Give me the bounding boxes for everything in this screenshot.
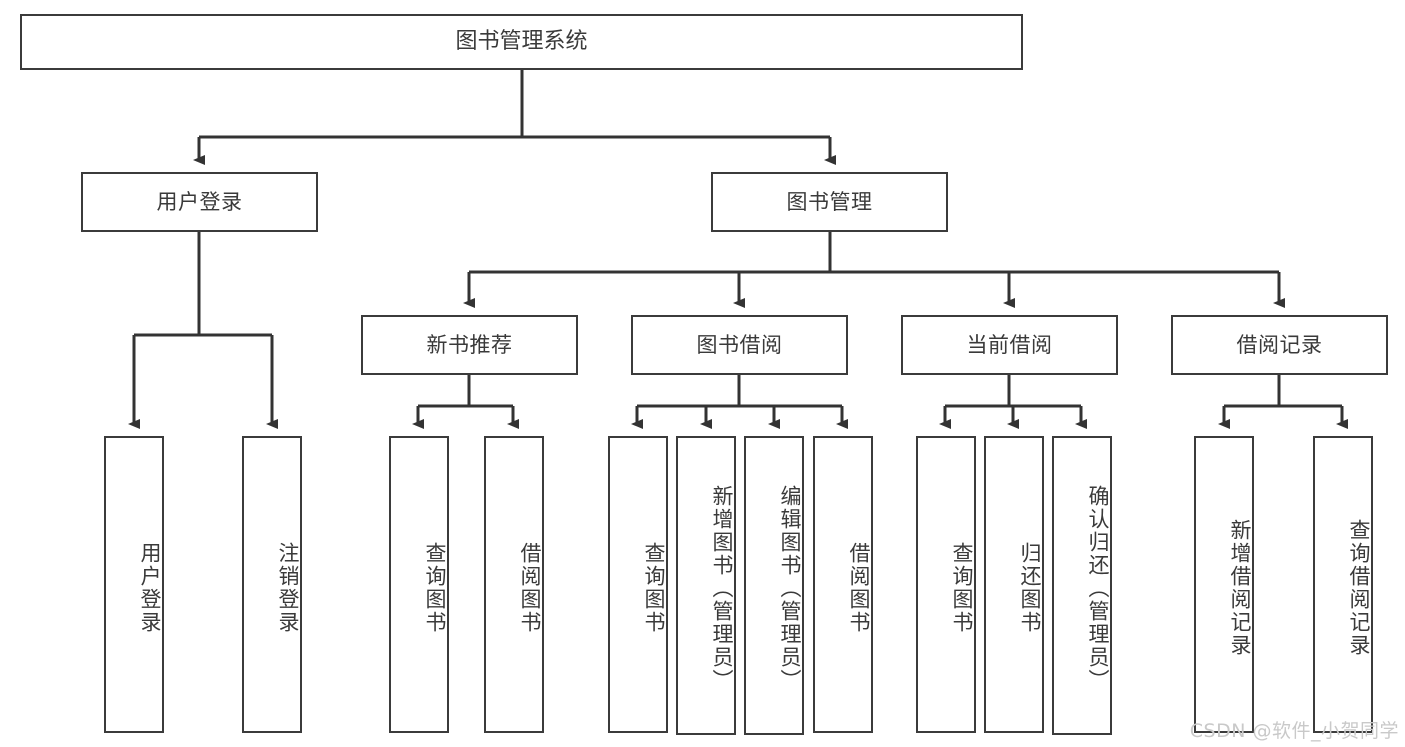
leaf-query-book-borrow[interactable]: 查询图书 <box>608 436 668 733</box>
node-label: 编辑图书（管理员） <box>778 485 802 692</box>
node-label: 当前借阅 <box>966 332 1053 357</box>
node-label: 新增借阅记录 <box>1228 518 1252 657</box>
node-label: 借阅图书 <box>518 541 542 634</box>
node-label: 查询图书 <box>423 541 447 634</box>
node-label: 借阅记录 <box>1236 332 1323 357</box>
leaf-add-book-admin[interactable]: 新增图书（管理员） <box>676 436 736 735</box>
node-label: 确认归还（管理员） <box>1086 485 1110 692</box>
leaf-borrow-book-recommend[interactable]: 借阅图书 <box>484 436 544 733</box>
node-label: 查询图书 <box>642 541 666 634</box>
node-new-book-recommend[interactable]: 新书推荐 <box>361 315 578 375</box>
node-label: 图书借阅 <box>696 332 783 357</box>
leaf-return-book[interactable]: 归还图书 <box>984 436 1044 733</box>
node-label: 归还图书 <box>1018 541 1042 634</box>
node-user-login[interactable]: 用户登录 <box>81 172 318 232</box>
node-label: 用户登录 <box>156 189 243 214</box>
node-label: 新书推荐 <box>426 332 513 357</box>
leaf-borrow-book[interactable]: 借阅图书 <box>813 436 873 733</box>
node-borrow-record[interactable]: 借阅记录 <box>1171 315 1388 375</box>
node-label: 查询图书 <box>950 541 974 634</box>
leaf-query-book-recommend[interactable]: 查询图书 <box>389 436 449 733</box>
node-label: 查询借阅记录 <box>1347 518 1371 657</box>
leaf-add-borrow-record[interactable]: 新增借阅记录 <box>1194 436 1254 733</box>
node-label: 新增图书（管理员） <box>710 485 734 692</box>
node-label: 注销登录 <box>276 541 300 634</box>
watermark: CSDN @软件_小贺同学 <box>1189 720 1399 742</box>
node-book-management-system[interactable]: 图书管理系统 <box>20 14 1023 70</box>
node-label: 用户登录 <box>138 541 162 634</box>
node-book-borrow[interactable]: 图书借阅 <box>631 315 848 375</box>
leaf-edit-book-admin[interactable]: 编辑图书（管理员） <box>744 436 804 735</box>
leaf-confirm-return-admin[interactable]: 确认归还（管理员） <box>1052 436 1112 735</box>
node-current-borrow[interactable]: 当前借阅 <box>901 315 1118 375</box>
node-label: 借阅图书 <box>847 541 871 634</box>
node-label: 图书管理系统 <box>455 29 588 55</box>
leaf-user-login[interactable]: 用户登录 <box>104 436 164 733</box>
leaf-query-book-current[interactable]: 查询图书 <box>916 436 976 733</box>
leaf-query-borrow-record[interactable]: 查询借阅记录 <box>1313 436 1373 733</box>
node-book-management[interactable]: 图书管理 <box>711 172 948 232</box>
leaf-logout-login[interactable]: 注销登录 <box>242 436 302 733</box>
node-label: 图书管理 <box>786 189 873 214</box>
